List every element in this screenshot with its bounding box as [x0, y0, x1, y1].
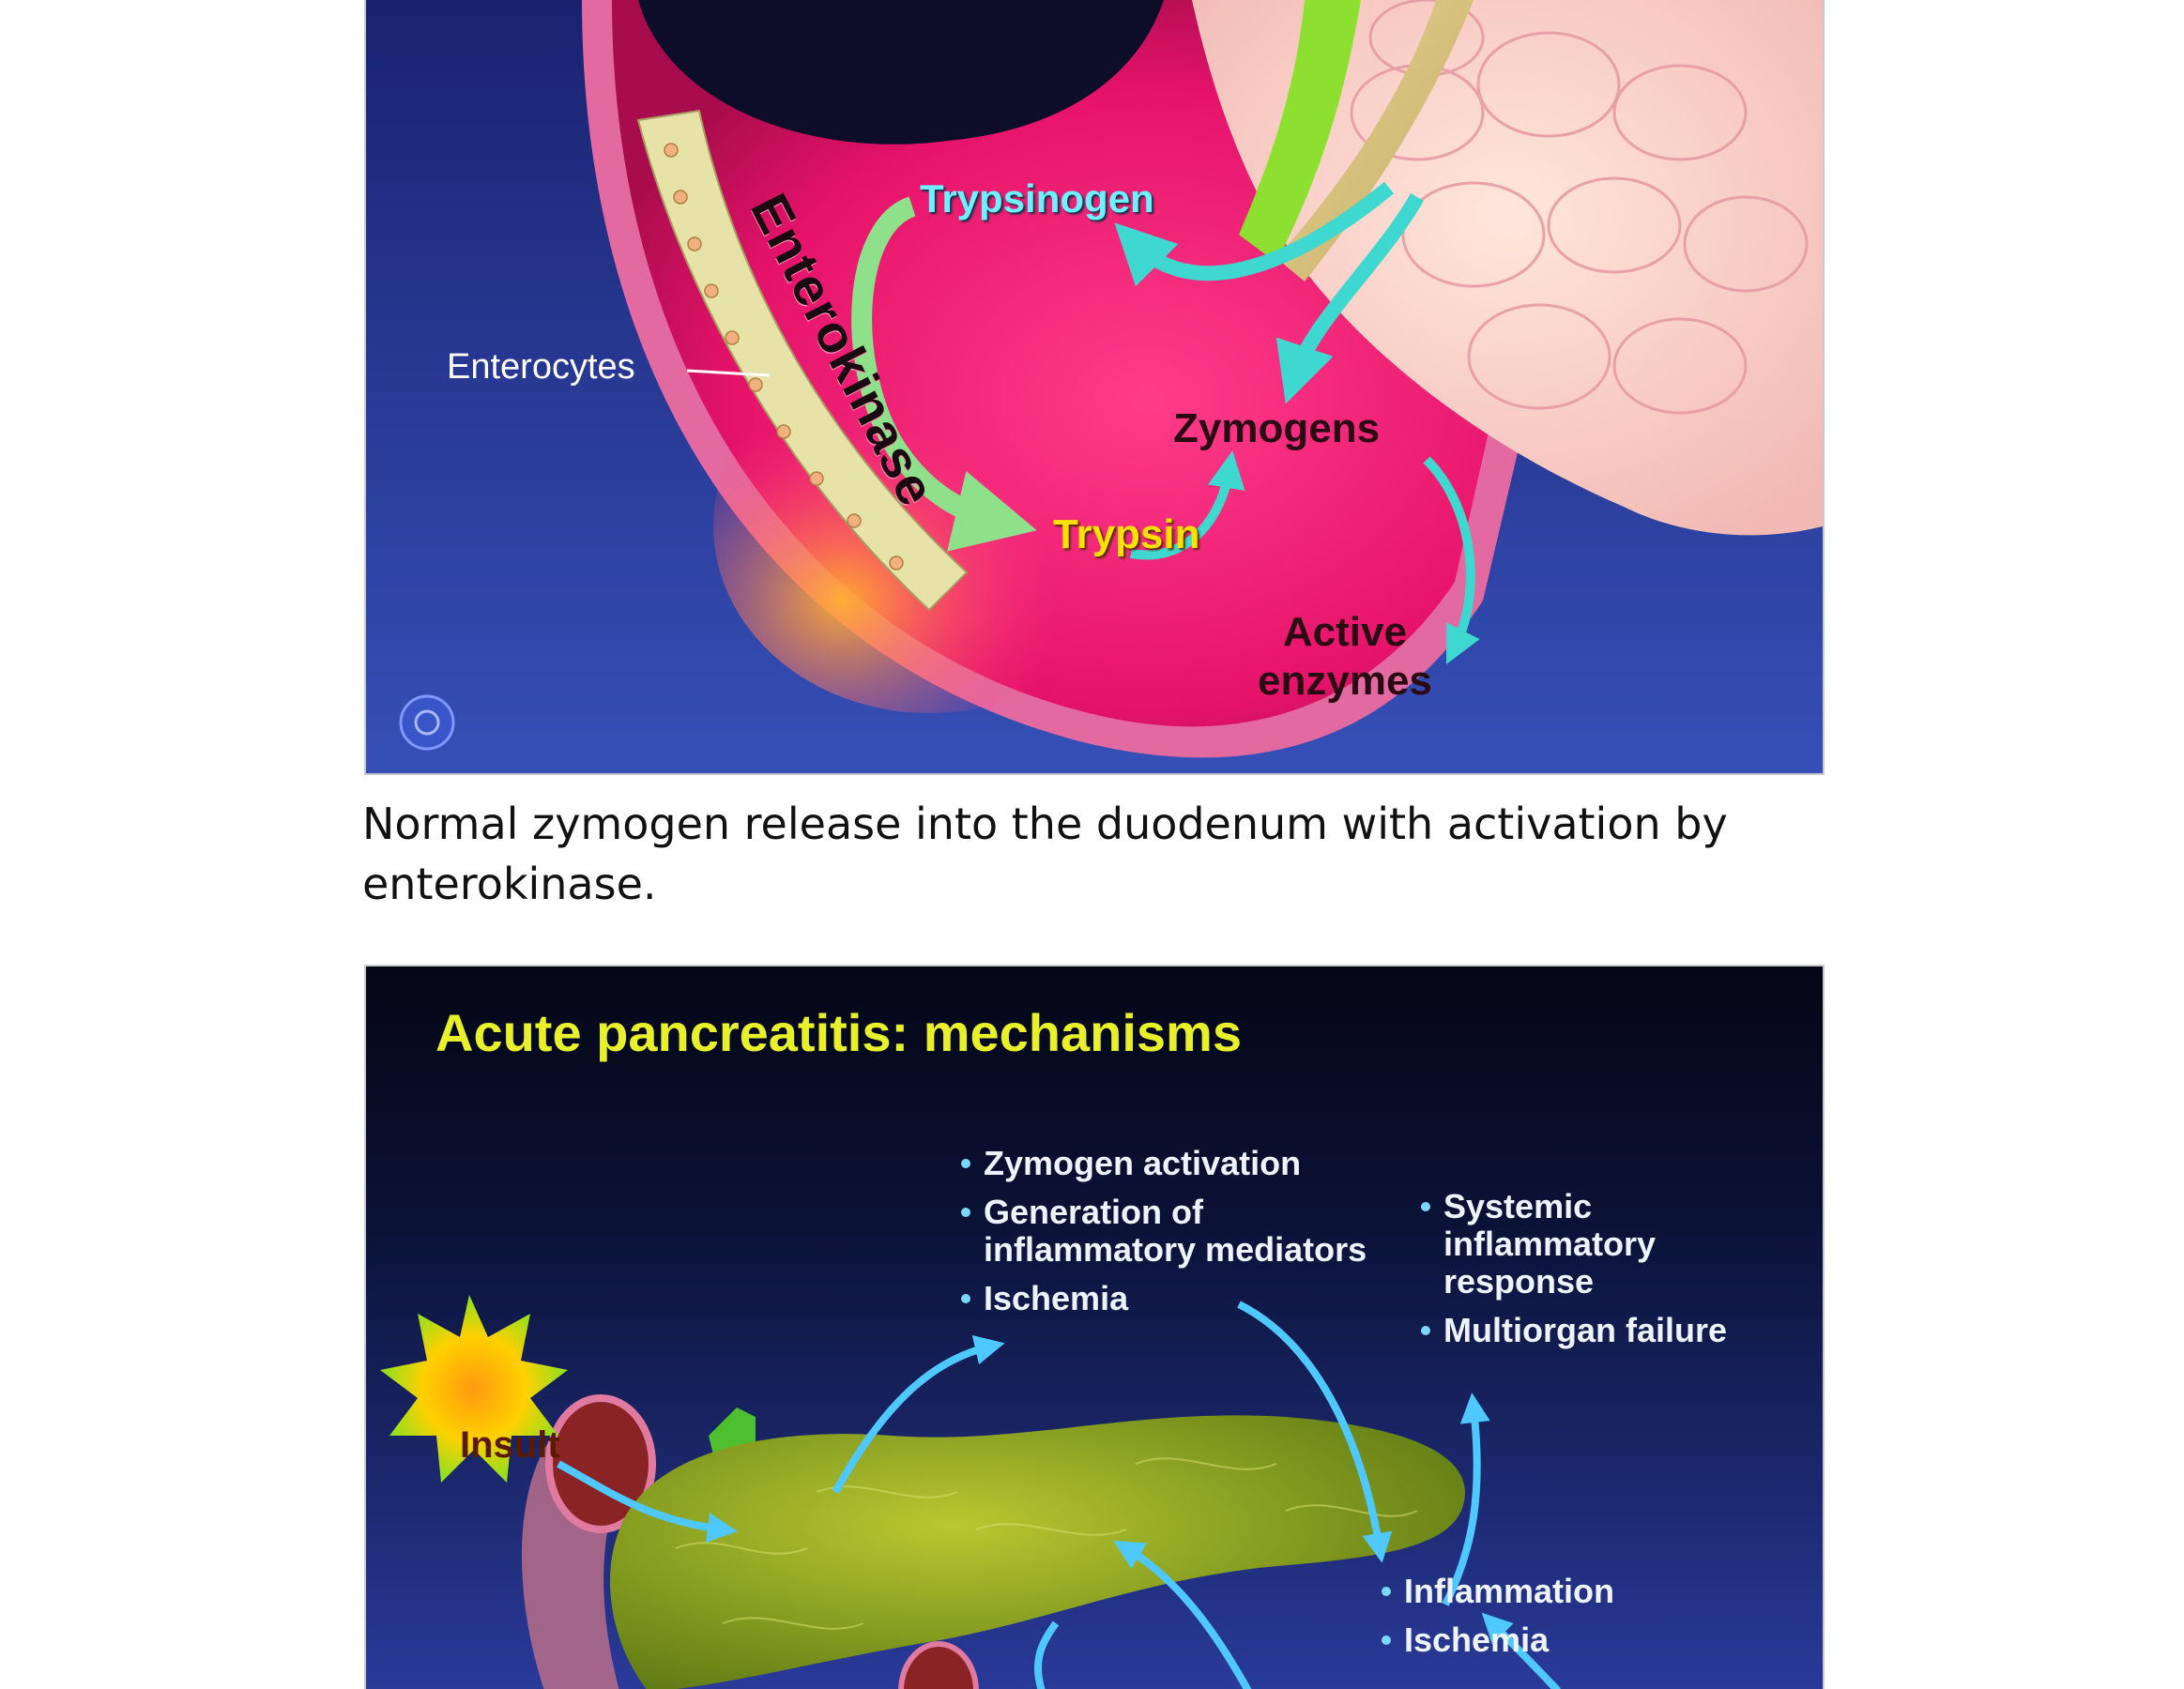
pancreatitis-slide: Acute pancreatitis: mechanisms Insult Zy…	[364, 965, 1825, 1689]
insult-starburst	[380, 1295, 568, 1483]
bullet-systemic-response: Systemic inflammatory response	[1417, 1188, 1706, 1301]
label-zymogens: Zymogens	[1173, 405, 1381, 451]
label-enterocytes: Enterocytes	[447, 347, 635, 387]
bullet-multiorgan-failure: Multiorgan failure	[1417, 1312, 1811, 1349]
insult-label: Insult	[460, 1424, 560, 1466]
label-trypsinogen: Trypsinogen	[920, 176, 1154, 221]
label-active-enzymes: Active enzymes	[1258, 608, 1432, 706]
caption-line-1: Normal zymogen release into the duodenum…	[362, 799, 1728, 849]
label-trypsin: Trypsin	[1053, 511, 1200, 557]
bullet-ischemia-local: Ischemia	[957, 1280, 1445, 1317]
bullet-list-local: Zymogen activation Generation of inflamm…	[957, 1145, 1445, 1329]
slide-title: Acute pancreatitis: mechanisms	[435, 1003, 1242, 1062]
publisher-logo-icon	[399, 694, 455, 751]
bullet-list-inflammation: Inflammation Ischemia	[1378, 1573, 1716, 1670]
bullet-ischemia-systemic: Ischemia	[1378, 1621, 1716, 1659]
label-active-line1: Active	[1282, 609, 1407, 655]
caption-line-2: enterokinase.	[362, 859, 657, 909]
duodenum-illustration	[366, 0, 1823, 773]
bullet-inflammation: Inflammation	[1378, 1573, 1716, 1610]
bullet-zymogen-activation: Zymogen activation	[957, 1145, 1445, 1182]
pancreatitis-illustration	[366, 966, 1823, 1689]
figure-caption: Normal zymogen release into the duodenum…	[362, 794, 1770, 914]
bullet-inflammatory-mediators: Generation of inflammatory mediators	[957, 1194, 1387, 1269]
bullet-list-systemic: Systemic inflammatory response Multiorga…	[1417, 1188, 1811, 1361]
label-active-line2: enzymes	[1258, 658, 1432, 704]
duodenum-figure: Trypsinogen Enterokinase Enterocytes Zym…	[364, 0, 1825, 775]
